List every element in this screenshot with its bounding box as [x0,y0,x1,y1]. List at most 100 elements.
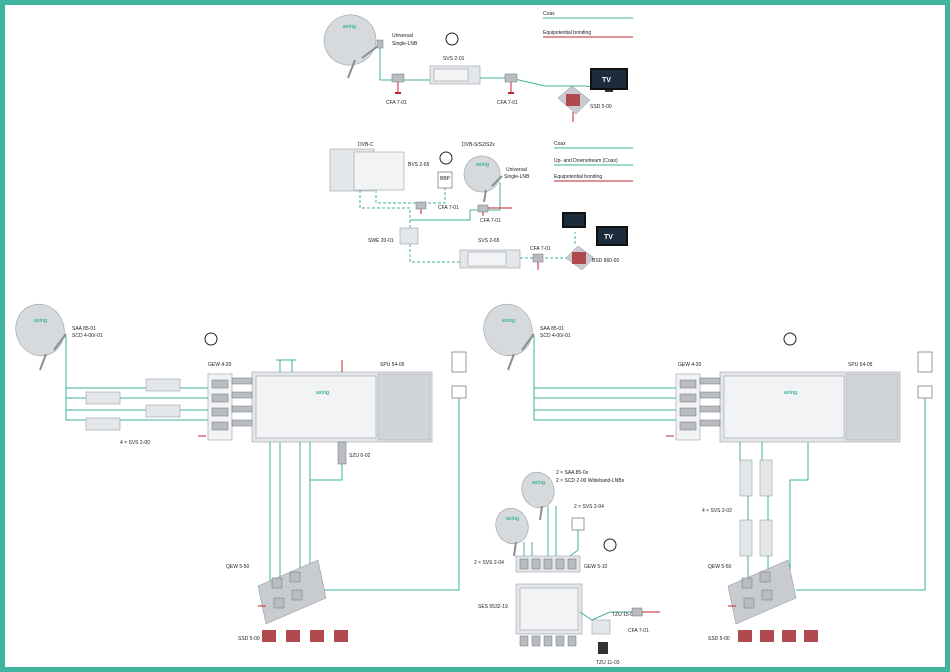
spu-4-multiswitch: axing [699,371,901,443]
tv-2b: TV [596,226,628,246]
dish-4-brand: axing [502,318,515,324]
qew-3 [257,559,327,625]
cfa-5-label: CFA 7-01 [628,628,649,634]
cfa-2c-label: CFA 7-01 [530,246,551,252]
diagram-3: axing SAA 85-01 SCD 4-00/-01 4 × SVS 2-0… [15,303,467,642]
spu-4-brand: axing [784,390,797,396]
svs-2-label: SVS 2-65 [478,238,500,244]
wall-socket-4 [917,351,933,399]
ssd-3-label: SSD 5-00 [238,636,260,642]
diagram-1-number-circle [445,32,459,46]
diagram-2-number-circle [439,151,453,165]
qew-3-label: QEW 5-50 [226,564,250,570]
scd-4-label: SCD 4-00/-01 [540,333,571,339]
tzu2-5-label: TZU 11-03 [596,660,620,666]
cfa-2b [477,204,512,216]
lnb-1-label-line2: Single-LNB [392,41,418,47]
cfa-1-left-label: CFA 7-01 [386,100,407,106]
gew-4-label: GEW 4-20 [678,362,702,368]
satellite-dish-5a: axing [521,471,555,521]
svs-5a-label: 2 × SVS 2-04 [574,504,604,510]
ses-5-label: SES 5532-19 [478,604,508,610]
tv-2a [562,212,586,228]
spu-3-multiswitch: axing [231,371,433,443]
tv-1: TV [590,68,628,92]
amplifier-1-label: SVS 2-01 [443,56,465,62]
dish-5b-brand: axing [506,516,519,522]
svs-2-65-amplifier [459,249,521,269]
qew-4 [727,559,797,625]
swe-label: SWE 20-01 [368,238,394,244]
cfa-2a-label: CFA 7-01 [438,205,459,211]
spu-3-label: SPU 54-05 [380,362,405,368]
tzu-5-label: TZU 15-03/04 [612,612,643,618]
legend-bonding-label: Equipotential bonding [543,30,591,36]
diagram-1: Coax Equipotential bonding axing Univers… [323,11,633,122]
satellite-dish-4: axing [483,303,535,371]
ses-5-multiswitch [515,583,583,647]
scd-3-label: SCD 4-00/-01 [72,333,103,339]
diagram-5-number-circle [603,538,617,552]
tzu-11-psu [598,642,608,654]
svs-3-amps [85,378,181,431]
lnb-1-label-line1: Universal [392,33,413,39]
gew-3 [198,373,233,441]
svs-4-amps [739,459,773,557]
ssd-4-sockets [738,630,818,642]
gew-5-label: GEW 5-10 [584,564,608,570]
legend-2: Coax Up- and Downstream (Coax) Equipoten… [554,141,633,182]
legend-1: Coax Equipotential bonding [543,11,633,38]
szu-3 [337,441,347,465]
scd-5-label: 2 × SCD 2-00 Wideband-LNBs [556,478,625,484]
satellite-dish-5b: axing [495,507,529,557]
bbp-box: BBP [437,171,453,189]
socket-1 [557,85,591,122]
cfa-2b-label: CFA 7-01 [480,218,501,224]
cfa-5 [631,607,660,617]
cfa-1-right-label: CFA 7-01 [497,100,518,106]
tv-2-label: TV [604,234,613,241]
socket-1-label: SSD 5-00 [590,104,612,110]
satellite-dish-1: axing [323,14,384,79]
spu-3-brand: axing [316,390,329,396]
bvs-amplifier [329,148,405,192]
diagram-3-number-circle [204,332,218,346]
socket-2 [565,245,595,271]
tzu-5 [591,619,611,635]
spu-4-label: SPU 54-05 [848,362,873,368]
saa-3-label: SAA 85-01 [72,326,96,332]
socket-2-label: BSD 960-00 [592,258,619,264]
cfa-1-left [391,73,405,94]
ssd-3-sockets [262,630,348,642]
satellite-dish-3: axing [15,303,67,371]
ssd-4-label: SSD 5-00 [708,636,730,642]
gew-5 [515,555,581,573]
tv-1-label: TV [602,77,611,84]
bvs-label: BVS 2-65 [408,162,430,168]
satellite-dish-2: axing [463,155,503,203]
dish-3-brand: axing [34,318,47,324]
legend-2-updown-label: Up- and Downstream (Coax) [554,158,618,164]
cfa-2a [415,201,427,214]
dish-2-brand: axing [476,162,489,168]
bbp-label: BBP [440,176,451,182]
szu-3-label: SZU 6-02 [349,453,371,459]
lnb-2-label-line1: Universal [506,167,527,173]
saa-4-label: SAA 85-01 [540,326,564,332]
saa-5-label: 2 × SAA 85-0x [556,470,589,476]
svs-3-label: 4 × SVS 2-00 [120,440,150,446]
dvbs-label: DVB-S/S2/S2x [462,142,495,148]
dish-1-brand: axing [343,24,356,30]
amplifier-svs-2-01 [429,65,481,85]
diagram-2: Coax Up- and Downstream (Coax) Equipoten… [329,141,633,271]
legend-2-coax-label: Coax [554,141,566,147]
qew-4-label: QEW 5-50 [708,564,732,570]
diagram-5: 2 × SAA 85-0x 2 × SCD 2-00 Wideband-LNBs… [474,470,660,666]
gew-3-label: GEW 4-20 [208,362,232,368]
cfa-2c [532,253,544,270]
svs-4-label: 4 × SVS 2-02 [702,508,732,514]
swe-splitter [399,227,419,245]
wall-socket-3 [451,351,467,399]
dish-5a-brand: axing [532,480,545,486]
cfa-1-right [504,73,518,94]
